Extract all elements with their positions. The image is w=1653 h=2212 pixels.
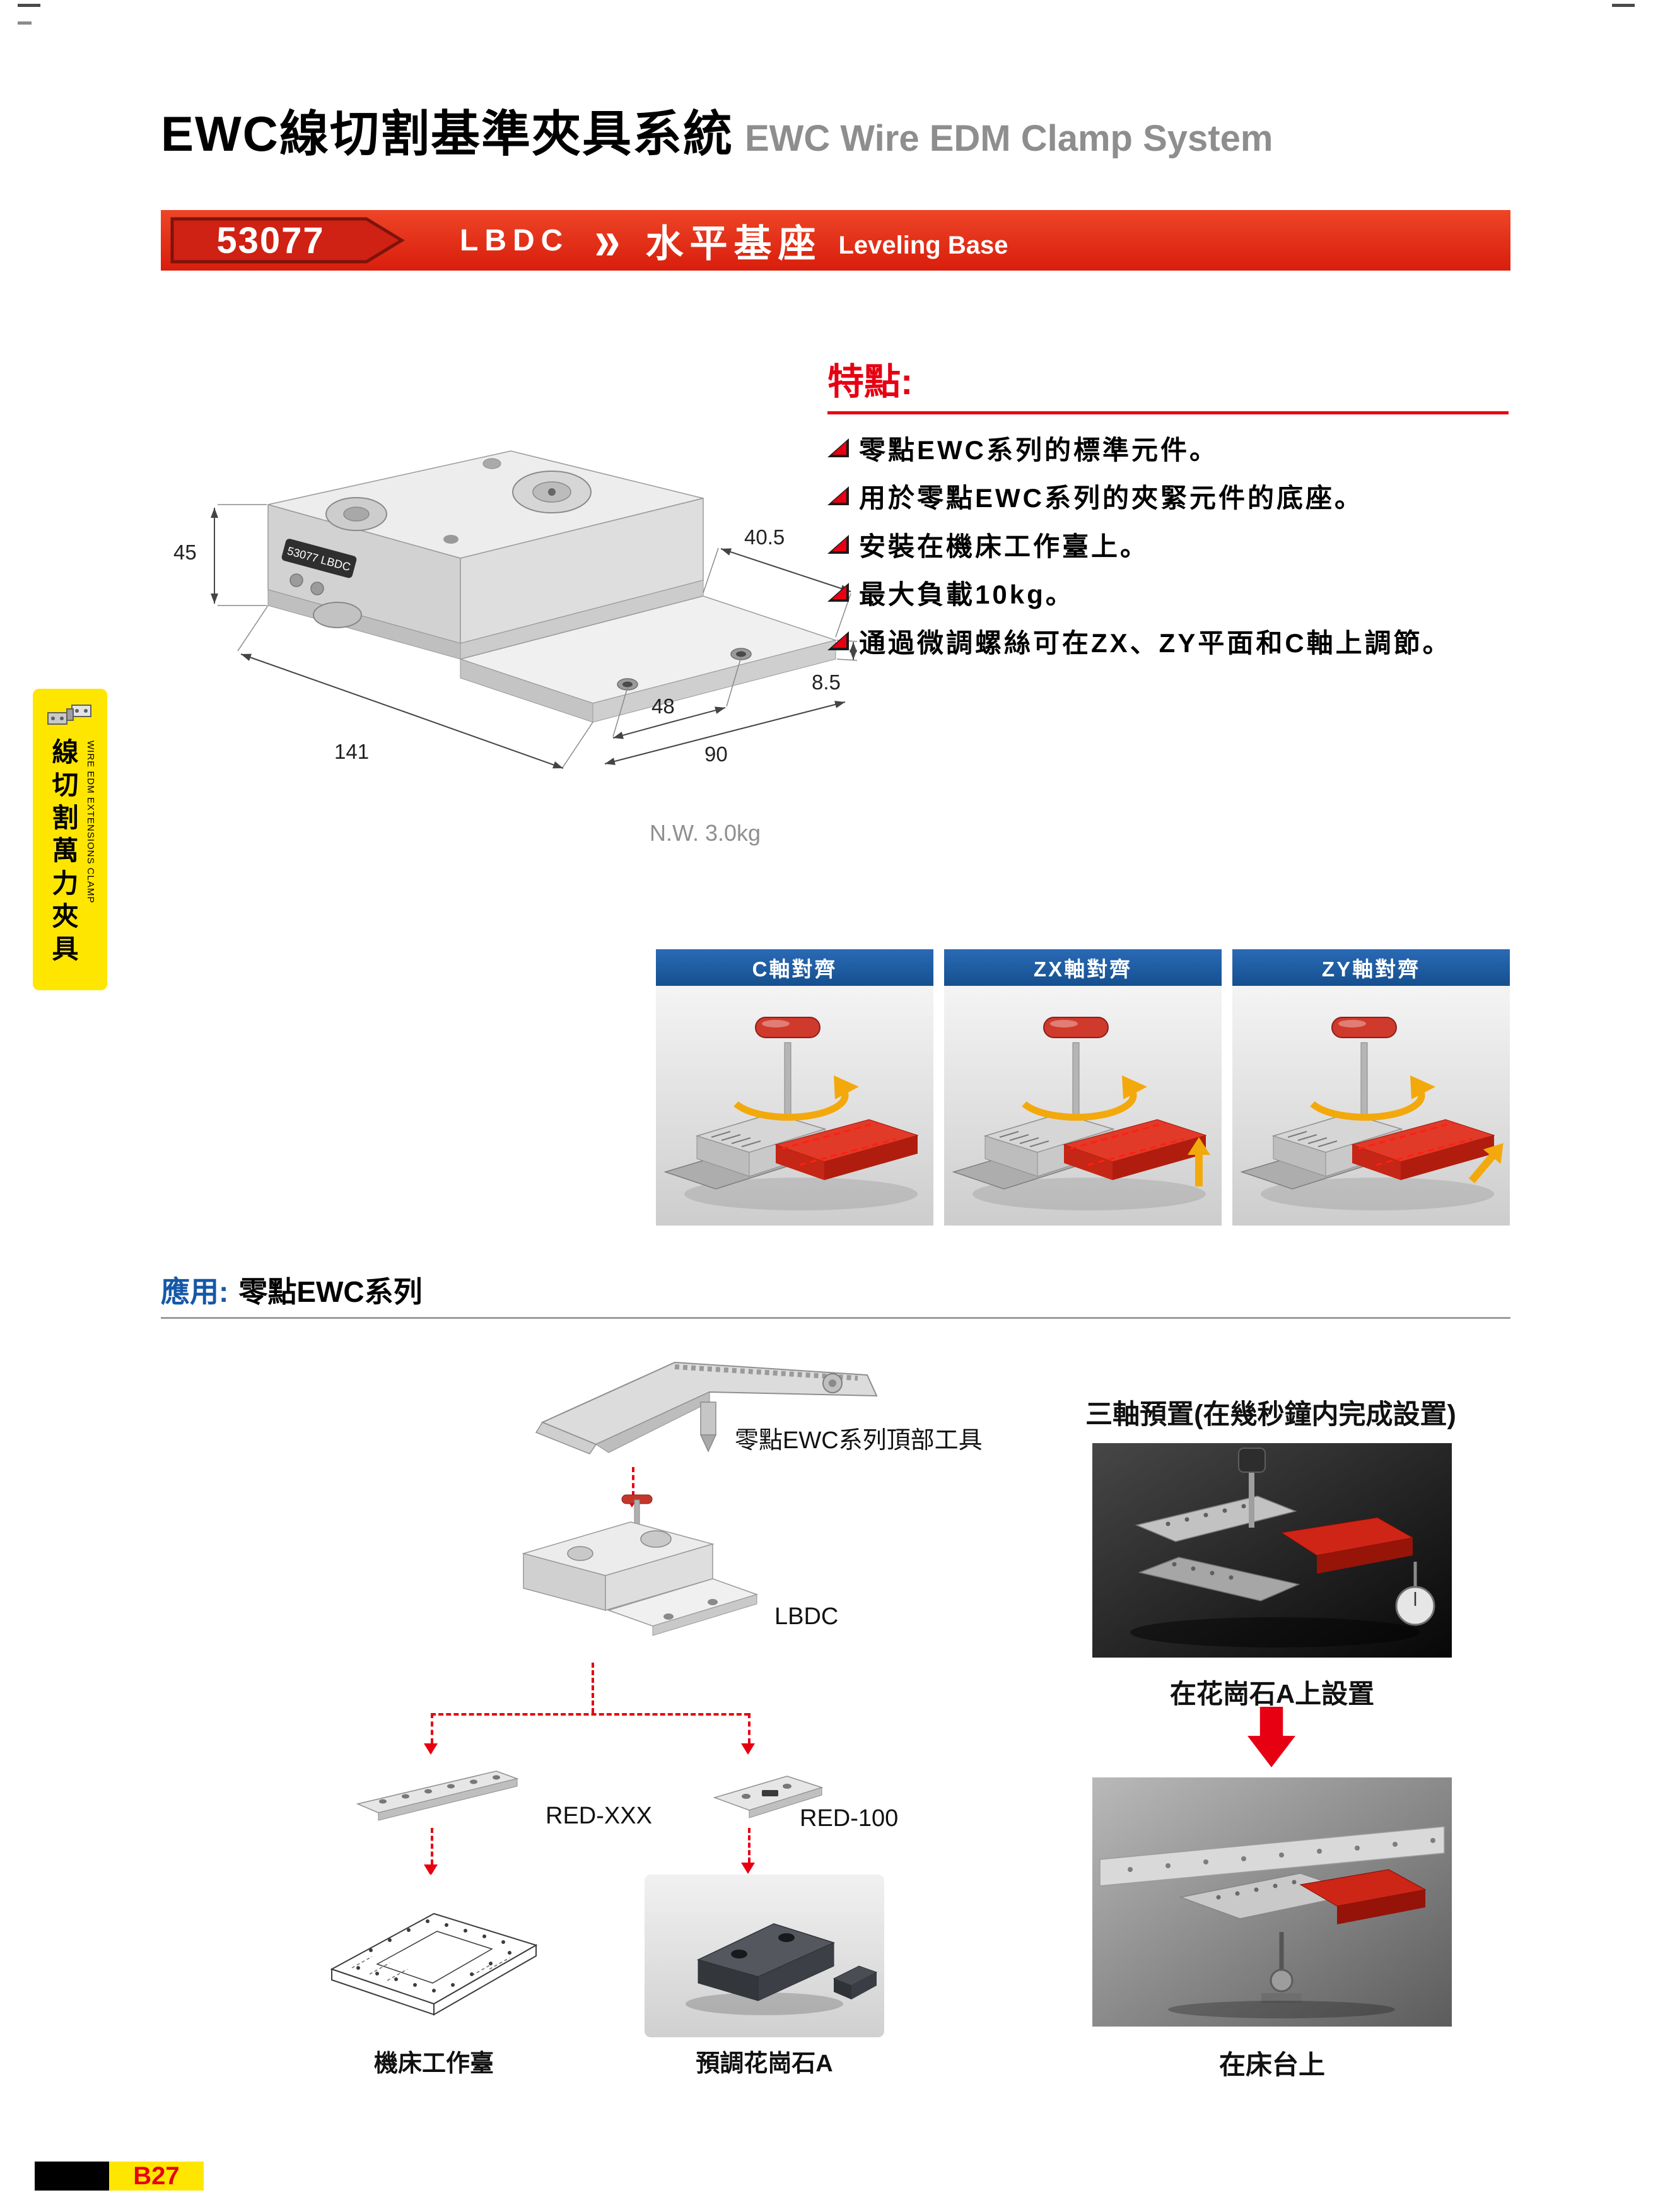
dim-141: 141 (334, 740, 370, 763)
lbdc-image (522, 1494, 759, 1636)
bullet-arrow-icon (827, 438, 849, 457)
dashed-connector (748, 1713, 751, 1743)
dashed-connector (431, 1713, 749, 1716)
feature-text: 用於零點EWC系列的夾緊元件的底座。 (859, 483, 1364, 513)
dashed-connector (748, 1828, 751, 1863)
clamp-icon (47, 705, 91, 725)
arrow-down-icon (424, 1864, 438, 1876)
red-xxx-label: RED-XXX (546, 1803, 652, 1829)
dim-40-5: 40.5 (744, 525, 785, 549)
panel-header: ZY軸對齊 (1232, 949, 1510, 986)
preset-step2-caption: 在床台上 (1218, 2050, 1325, 2080)
crop-mark (18, 4, 40, 7)
panel-c-axis: C軸對齊 (656, 949, 933, 1226)
zy-axis-illustration (1232, 986, 1510, 1226)
page-title: EWC線切割基準夾具系統 EWC Wire EDM Clamp System (161, 95, 1273, 165)
axis-alignment-panels: C軸對齊 ZX軸對齊 (656, 949, 1510, 1226)
panel-zy-axis: ZY軸對齊 (1232, 949, 1510, 1226)
panel-header: C軸對齊 (656, 949, 933, 986)
chapter-tab-label-zh: 線切割萬力夾具 (49, 738, 78, 968)
machine-table-caption: 機床工作臺 (373, 2051, 494, 2077)
big-red-arrow-icon (1247, 1707, 1295, 1767)
chapter-tab-label-en: WIRE EDM EXTENSIONS CLAMP (85, 740, 96, 904)
bullet-arrow-icon (827, 631, 849, 650)
zx-axis-illustration (944, 986, 1222, 1226)
feature-text: 安裝在機床工作臺上。 (859, 531, 1150, 561)
features-heading: 特點: (827, 361, 913, 402)
feature-item: 零點EWC系列的標準元件。 (827, 435, 1518, 466)
lbdc-label: LBDC (774, 1603, 839, 1630)
machine-table-image (314, 1875, 554, 2037)
feature-item: 安裝在機床工作臺上。 (827, 531, 1518, 563)
net-weight: N.W. 3.0kg (650, 820, 761, 846)
application-label: 應用: (161, 1275, 229, 1308)
feature-text: 通過微調螺絲可在ZX、ZY平面和C軸上調節。 (859, 628, 1452, 658)
preset-step1-caption: 在花崗石A上設置 (1169, 1679, 1375, 1709)
dim-90: 90 (704, 742, 728, 766)
crop-mark (1612, 4, 1635, 7)
red-100-label: RED-100 (800, 1805, 899, 1832)
product-name-en: Leveling Base (838, 231, 1008, 259)
c-axis-illustration (656, 986, 933, 1226)
feature-item: 通過微調螺絲可在ZX、ZY平面和C軸上調節。 (827, 628, 1518, 659)
chapter-tab-text: 線切割萬力夾具 WIRE EDM EXTENSIONS CLAMP (44, 738, 96, 968)
bullet-arrow-icon (827, 583, 849, 602)
application-heading: 應用: 零點EWC系列 (161, 1269, 423, 1311)
panel-header: ZX軸對齊 (944, 949, 1222, 986)
application-rule (161, 1317, 1510, 1319)
chevron-icon: » (594, 208, 621, 271)
red-100-image (713, 1776, 824, 1818)
dim-45: 45 (173, 541, 197, 564)
dashed-connector (431, 1828, 433, 1864)
footer-bar (35, 2162, 109, 2191)
product-banner: 53077 LBDC » 水平基座 Leveling Base (161, 210, 1510, 271)
dashed-connector (592, 1663, 594, 1713)
feature-text: 零點EWC系列的標準元件。 (859, 435, 1218, 465)
top-tool-image (535, 1361, 878, 1454)
preset-photo-machine-bed (1092, 1777, 1452, 2027)
model-code: LBDC (460, 223, 569, 257)
application-series: 零點EWC系列 (238, 1275, 423, 1308)
product-name-zh: 水平基座 (645, 222, 822, 265)
dim-8-5: 8.5 (812, 670, 841, 694)
chapter-tab: 線切割萬力夾具 WIRE EDM EXTENSIONS CLAMP (33, 689, 107, 990)
feature-text: 最大負載10kg。 (859, 580, 1075, 610)
part-number: 53077 (216, 220, 324, 261)
arrow-down-icon (741, 1863, 755, 1874)
top-tool-label: 零點EWC系列頂部工具 (735, 1427, 983, 1454)
page-title-en: EWC Wire EDM Clamp System (744, 118, 1273, 159)
page-title-zh: EWC線切割基準夾具系統 (161, 106, 733, 161)
crop-mark (18, 21, 32, 25)
preset-photo-granite (1092, 1443, 1452, 1658)
features-rule (827, 411, 1509, 414)
feature-item: 最大負載10kg。 (827, 579, 1518, 611)
arrow-down-icon (741, 1743, 755, 1755)
red-xxx-image (356, 1770, 519, 1821)
bullet-arrow-icon (827, 486, 849, 506)
part-number-badge: 53077 (170, 217, 405, 264)
page-number: B27 (109, 2162, 204, 2191)
product-figure: 53077 LBDC 45 40.5 48 8.5 1 (148, 369, 861, 902)
product-isometric-drawing: 53077 LBDC (211, 450, 858, 769)
panel-zx-axis: ZX軸對齊 (944, 949, 1222, 1226)
bullet-arrow-icon (827, 534, 849, 554)
granite-caption: 預調花崗石A (696, 2051, 833, 2077)
preset-heading: 三軸預置(在幾秒鐘内完成設置) (1085, 1400, 1456, 1430)
feature-item: 用於零點EWC系列的夾緊元件的底座。 (827, 483, 1518, 514)
granite-image (645, 1875, 884, 2037)
dashed-connector (431, 1713, 433, 1743)
features-list: 零點EWC系列的標準元件。 用於零點EWC系列的夾緊元件的底座。 安裝在機床工作… (827, 435, 1518, 659)
dashed-connector (632, 1467, 634, 1496)
arrow-down-icon (424, 1743, 438, 1755)
dim-48: 48 (651, 694, 675, 718)
features-section: 特點: 零點EWC系列的標準元件。 用於零點EWC系列的夾緊元件的底座。 安裝在… (827, 352, 1518, 676)
